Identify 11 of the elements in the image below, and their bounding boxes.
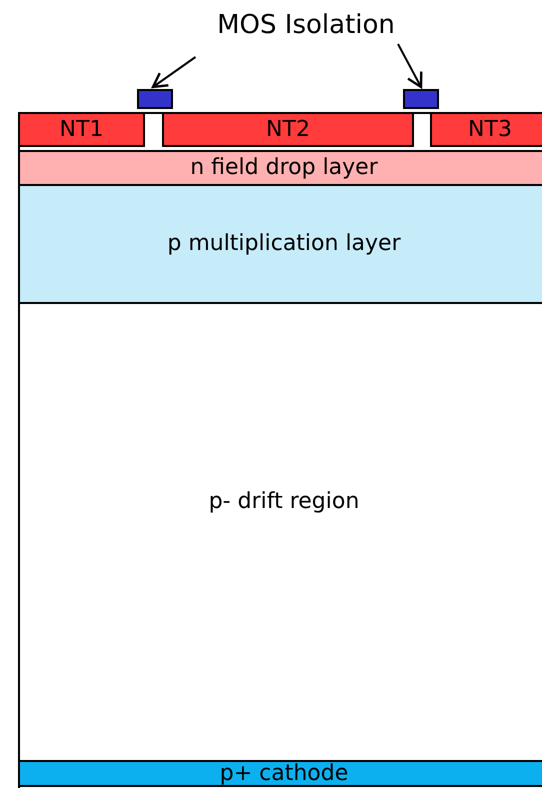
- n-type-region: NT3: [430, 112, 542, 147]
- leader-arrow: [397, 44, 422, 88]
- gate-electrode: [403, 89, 439, 109]
- n-type-region: NT1: [18, 112, 145, 147]
- cathode-layer: p+ cathode: [18, 760, 542, 787]
- callout-text: MOS Isolation: [208, 6, 404, 44]
- gate-electrode: [137, 89, 173, 109]
- field-drop-layer: n field drop layer: [18, 150, 542, 186]
- multiplication-layer: p multiplication layer: [18, 184, 542, 304]
- n-type-region: NT2: [162, 112, 414, 147]
- leader-arrow: [152, 56, 196, 88]
